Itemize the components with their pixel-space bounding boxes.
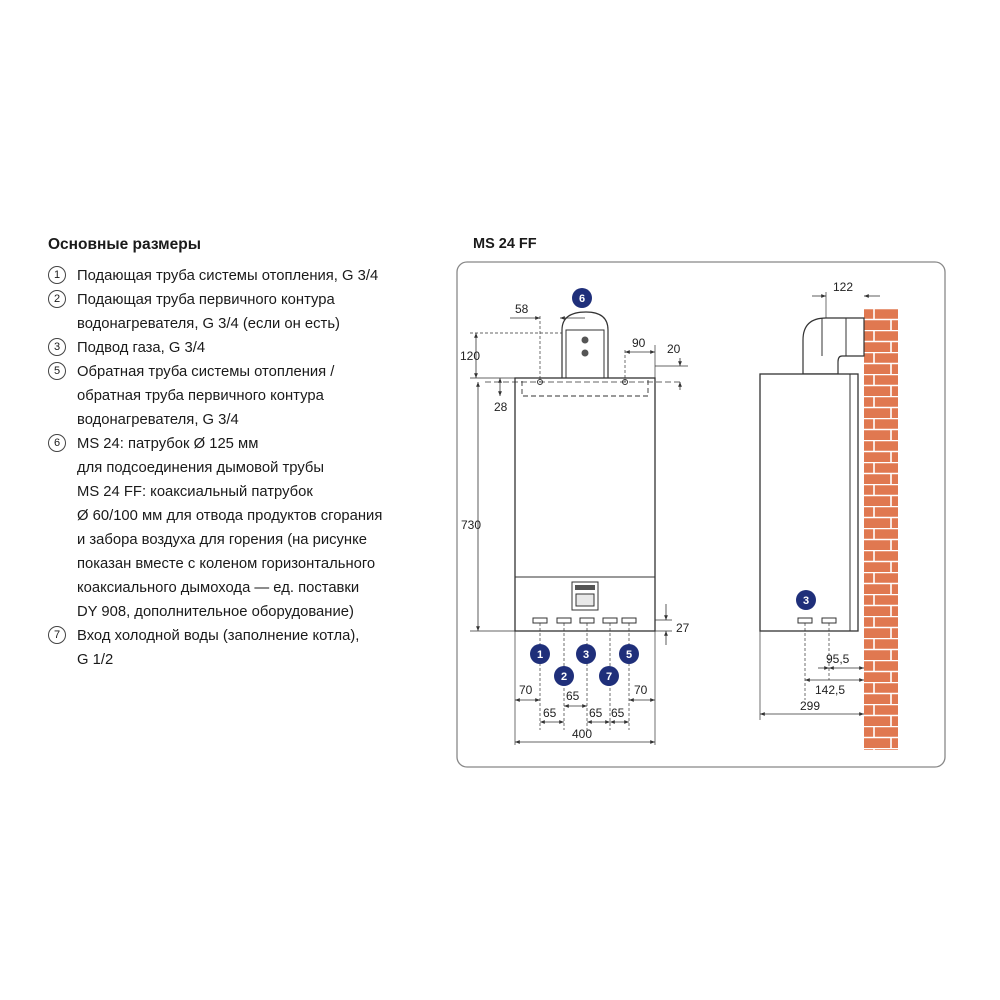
dim-142-5: 142,5 [815,683,845,697]
legend-item-7: 7 Вход холодной воды (заполнение котла),… [48,624,448,672]
legend-title: Основные размеры [48,236,201,253]
legend-line: Ø 60/100 мм для отвода продуктов сгорани… [77,508,383,524]
svg-text:7: 7 [606,671,612,683]
diagram-title: MS 24 FF [473,236,537,252]
legend-line: показан вместе с коленом горизонтального [77,556,376,572]
legend-item-2: 2 Подающая труба первичного контура водо… [48,288,448,336]
dim-58: 58 [515,302,529,316]
dim-400: 400 [572,727,592,741]
dim-27: 27 [676,621,690,635]
legend-line: для подсоединения дымовой трубы [77,460,324,476]
badge-6: 6 [572,288,592,308]
svg-text:2: 2 [561,671,567,683]
dim-20: 20 [667,342,681,356]
diagram-frame [456,261,946,768]
badge-7: 7 [599,666,619,686]
badge-1: 1 [530,644,550,664]
legend-item-5: 5 Обратная труба системы отопления / обр… [48,360,448,432]
badge-3-side: 3 [796,590,816,610]
badge-2: 2 [554,666,574,686]
legend-number: 2 [48,290,66,308]
legend-item-6: 6 MS 24: патрубок Ø 125 мм для подсоедин… [48,432,448,624]
side-view [759,292,880,720]
legend-line: MS 24: патрубок Ø 125 мм [77,436,259,452]
legend-number: 6 [48,434,66,452]
dim-122: 122 [833,280,853,294]
svg-text:6: 6 [579,293,585,305]
dim-730: 730 [461,518,481,532]
front-view [470,311,688,745]
legend-line: коаксиального дымохода — ед. поставки [77,580,360,596]
legend-line: Обратная труба системы отопления / [77,364,335,380]
legend-number: 7 [48,626,66,644]
dim-90: 90 [632,336,646,350]
legend: Основные размеры 1 Подающая труба систем… [48,236,448,672]
dim-70-left: 70 [519,683,533,697]
dim-120: 120 [460,349,480,363]
dim-65-d: 65 [611,706,625,720]
dim-95-5: 95,5 [826,652,850,666]
legend-line: Подающая труба системы отопления, G 3/4 [77,268,379,284]
badge-3: 3 [576,644,596,664]
legend-number: 3 [48,338,66,356]
legend-line: G 1/2 [77,652,114,668]
dim-299: 299 [800,699,820,713]
legend-line: обратная труба первичного контура [77,388,324,404]
dim-65-b: 65 [543,706,557,720]
boiler-side-body [759,373,859,632]
legend-line: DY 908, дополнительное оборудование) [77,604,354,620]
svg-text:3: 3 [803,595,809,607]
legend-number: 1 [48,266,66,284]
dim-28: 28 [494,400,508,414]
legend-line: Вход холодной воды (заполнение котла), [77,628,360,644]
legend-item-1: 1 Подающая труба системы отопления, G 3/… [48,264,448,288]
svg-text:1: 1 [537,649,543,661]
legend-line: Подвод газа, G 3/4 [77,340,206,356]
svg-text:5: 5 [626,649,632,661]
brick-wall [864,308,898,750]
dim-65-a: 65 [566,689,580,703]
legend-line: Подающая труба первичного контура [77,292,335,308]
legend-line: водонагревателя, G 3/4 [77,412,239,428]
legend-line: водонагревателя, G 3/4 (если он есть) [77,316,340,332]
legend-number: 5 [48,362,66,380]
dim-65-c: 65 [589,706,603,720]
legend-line: MS 24 FF: коаксиальный патрубок [77,484,313,500]
badge-5: 5 [619,644,639,664]
side-flue [802,317,865,375]
legend-item-3: 3 Подвод газа, G 3/4 [48,336,448,360]
dim-70-right: 70 [634,683,648,697]
svg-text:3: 3 [583,649,589,661]
legend-line: и забора воздуха для горения (на рисунке [77,532,367,548]
